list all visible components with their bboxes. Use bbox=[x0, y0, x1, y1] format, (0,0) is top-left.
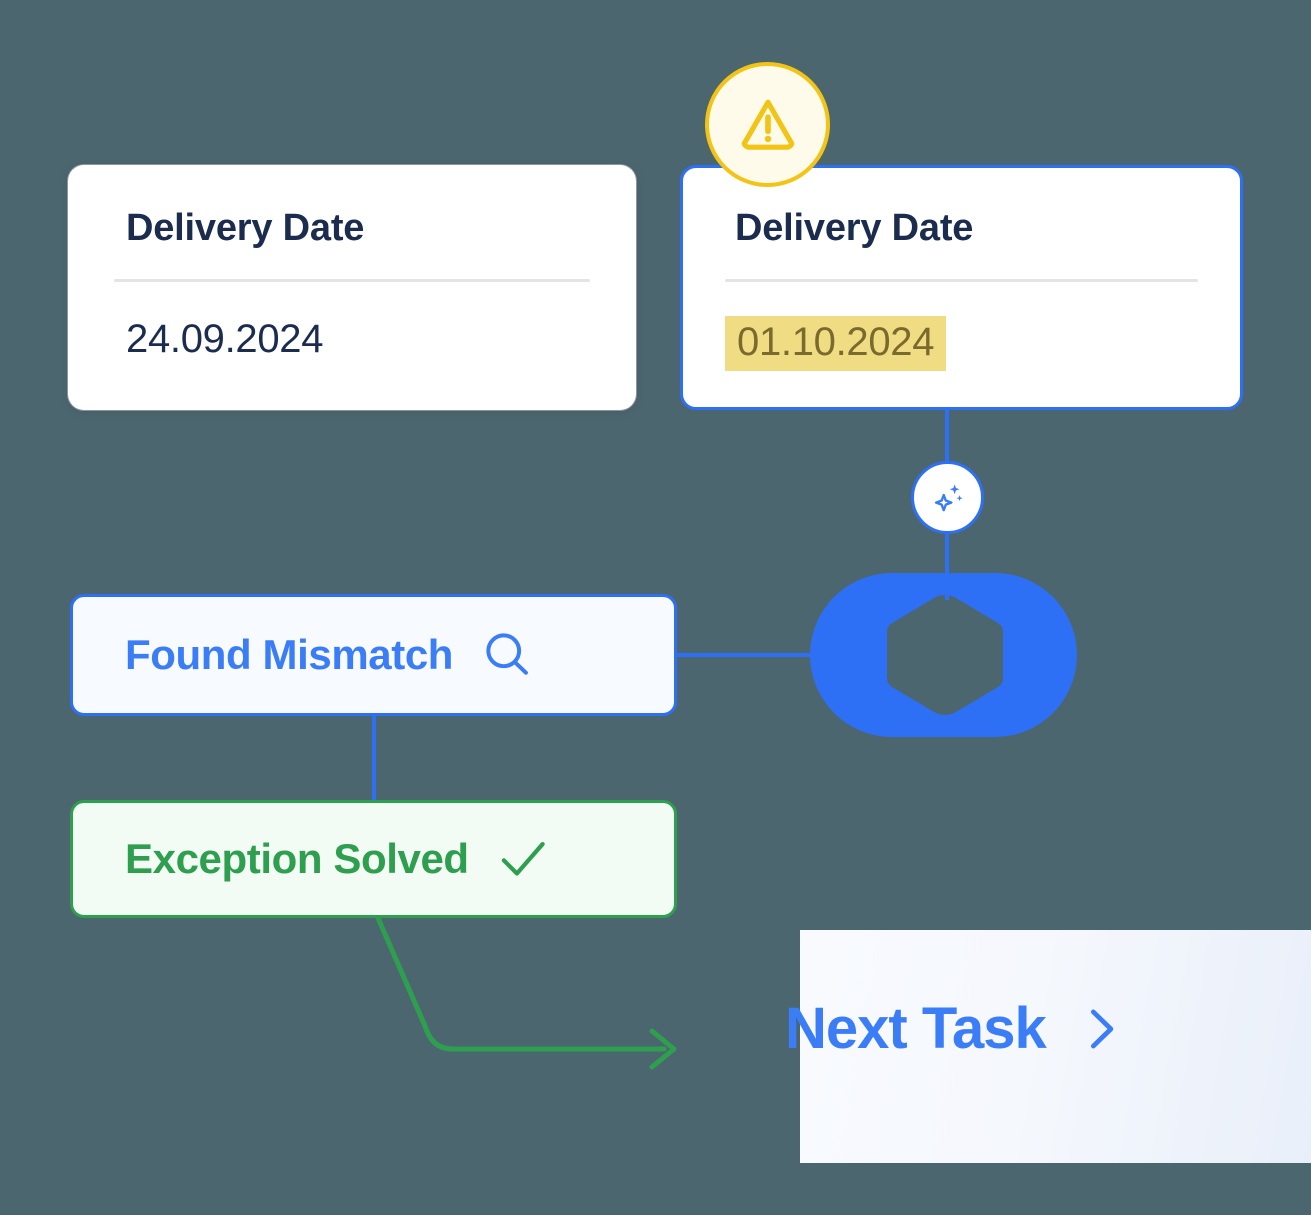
status-chip-found-mismatch[interactable]: Found Mismatch bbox=[70, 594, 677, 716]
chip-label: Exception Solved bbox=[125, 835, 469, 882]
next-task-label: Next Task bbox=[785, 996, 1047, 1061]
warning-badge[interactable] bbox=[705, 62, 830, 187]
card-title: Delivery Date bbox=[735, 207, 974, 249]
card-divider bbox=[114, 279, 590, 282]
ai-sparkle-node[interactable] bbox=[911, 461, 984, 534]
warning-triangle-icon bbox=[741, 99, 794, 150]
delivery-date-card-original[interactable]: Delivery Date 24.09.2024 bbox=[68, 165, 636, 410]
card-value: 24.09.2024 bbox=[126, 317, 324, 361]
agent-node[interactable] bbox=[810, 573, 1077, 737]
sparkle-ai-icon bbox=[934, 483, 963, 511]
hexagon-knockout-icon bbox=[810, 573, 1077, 737]
status-chip-exception-solved[interactable]: Exception Solved bbox=[70, 800, 677, 918]
card-value-highlighted: 01.10.2024 bbox=[725, 316, 947, 371]
delivery-date-card-proposed[interactable]: Delivery Date 01.10.2024 bbox=[680, 165, 1243, 410]
chip-label: Found Mismatch bbox=[125, 631, 454, 678]
connector-solved-to-next-task bbox=[375, 915, 667, 1052]
chevron-right-icon bbox=[1074, 1002, 1128, 1056]
next-task-button[interactable]: Next Task bbox=[785, 1000, 1128, 1058]
check-icon bbox=[495, 831, 551, 887]
card-title: Delivery Date bbox=[126, 207, 365, 249]
arrowhead-icon bbox=[649, 1028, 677, 1070]
search-icon bbox=[479, 627, 535, 683]
card-divider bbox=[725, 279, 1198, 282]
next-task-panel bbox=[800, 930, 1311, 1163]
